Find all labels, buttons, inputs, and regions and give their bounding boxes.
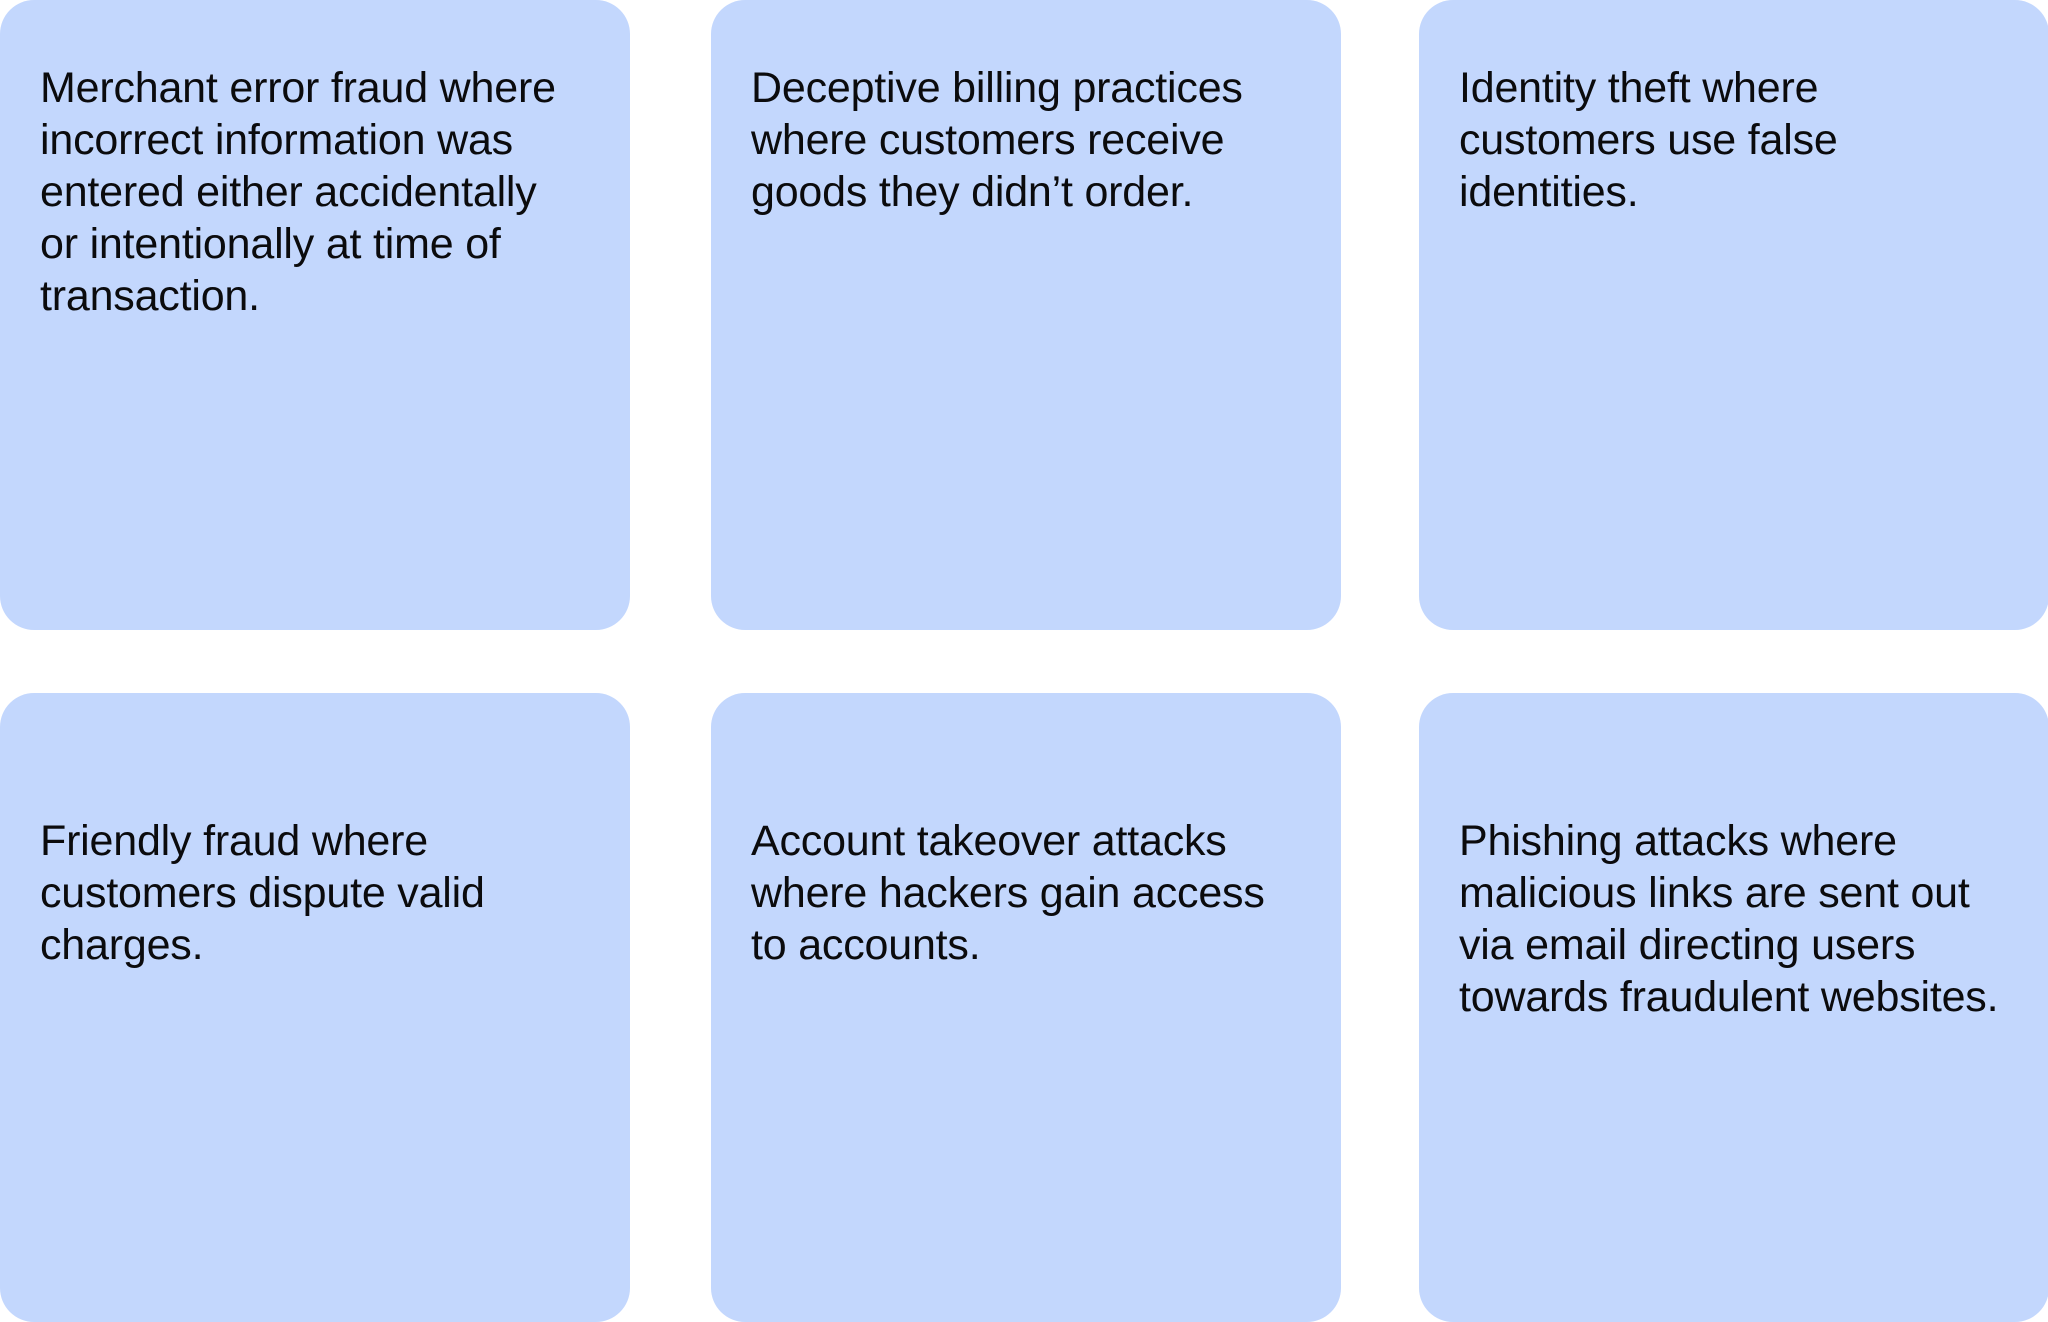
card-phishing-attacks[interactable]: Phishing attacks where malicious links a…: [1419, 693, 2048, 1322]
card-text: Merchant error fraud where incorrect inf…: [40, 64, 556, 320]
card-text: Phishing attacks where malicious links a…: [1459, 817, 1999, 1021]
card-text: Identity theft where customers use false…: [1459, 64, 1838, 216]
card-account-takeover[interactable]: Account takeover attacks where hackers g…: [711, 693, 1341, 1322]
card-text: Friendly fraud where customers dispute v…: [40, 817, 485, 969]
card-deceptive-billing[interactable]: Deceptive billing practices where custom…: [711, 0, 1341, 630]
card-merchant-error-fraud[interactable]: Merchant error fraud where incorrect inf…: [0, 0, 630, 630]
card-identity-theft[interactable]: Identity theft where customers use false…: [1419, 0, 2048, 630]
card-friendly-fraud[interactable]: Friendly fraud where customers dispute v…: [0, 693, 630, 1322]
card-text: Deceptive billing practices where custom…: [751, 64, 1243, 216]
card-text: Account takeover attacks where hackers g…: [751, 817, 1265, 969]
